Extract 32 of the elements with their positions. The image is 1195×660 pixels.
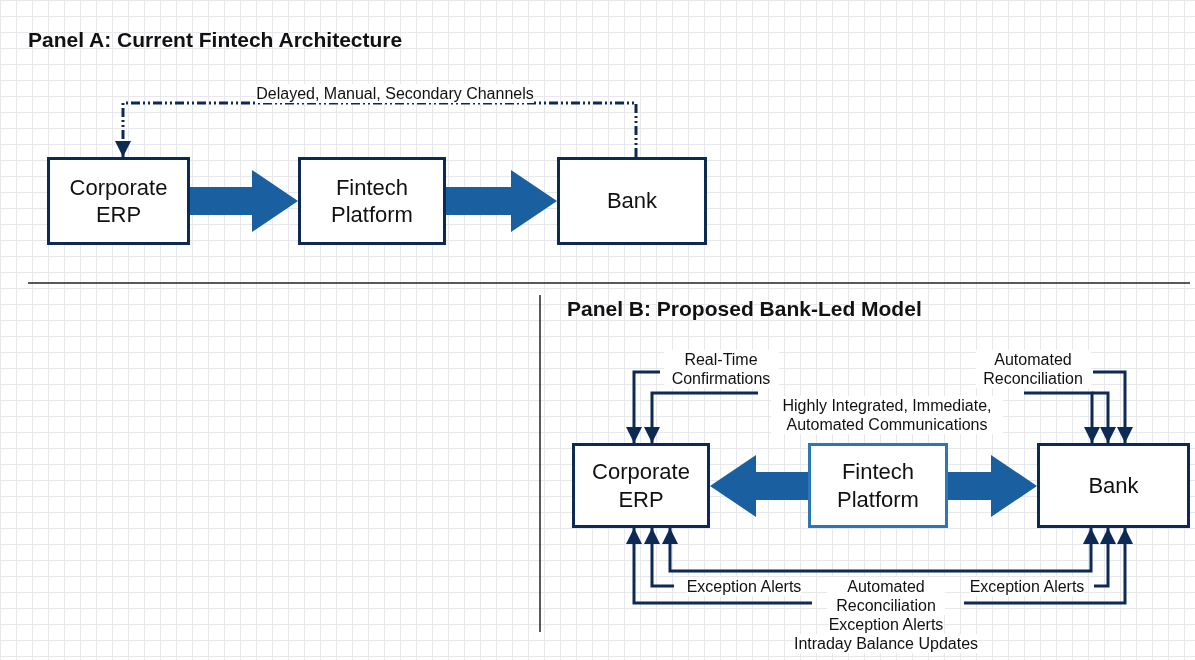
flow-label: Automated Reconciliation [827,577,945,615]
system-box: Fintech Platform [298,157,446,245]
arrow [644,391,758,443]
arrow [662,528,1099,573]
edge-label: Delayed, Manual, Secondary Channels [256,84,534,103]
panel-title: Panel B: Proposed Bank-Led Model [567,297,922,321]
system-box: Bank [557,157,707,245]
system-box: Corporate ERP [572,443,710,528]
flow-label: Highly Integrated, Immediate, Automated Communications [771,396,1003,434]
flow-label: Intraday Balance Updates [793,634,979,653]
block-arrow [948,455,1037,517]
arrow [964,528,1133,605]
edge-label: Automated Reconciliation [975,350,1091,388]
arrow [626,528,812,605]
edge-label: Exception Alerts [686,577,802,596]
panel-title: Panel A: Current Fintech Architecture [28,28,403,52]
arrow [626,370,660,443]
block-arrow [446,170,557,232]
arrow [115,101,638,157]
arrow [1024,391,1100,443]
arrow [1093,370,1133,443]
block-arrow [190,170,298,232]
flow-label: Exception Alerts [828,615,944,634]
arrow [644,528,674,588]
block-arrow [710,455,808,517]
system-box: Fintech Platform [808,443,948,528]
arrow [1094,528,1116,588]
system-box: Bank [1037,443,1190,528]
arrow [1092,391,1116,443]
edge-label: Exception Alerts [969,577,1085,596]
system-box: Corporate ERP [47,157,190,245]
edge-label: Real-Time Confirmations [663,350,779,388]
